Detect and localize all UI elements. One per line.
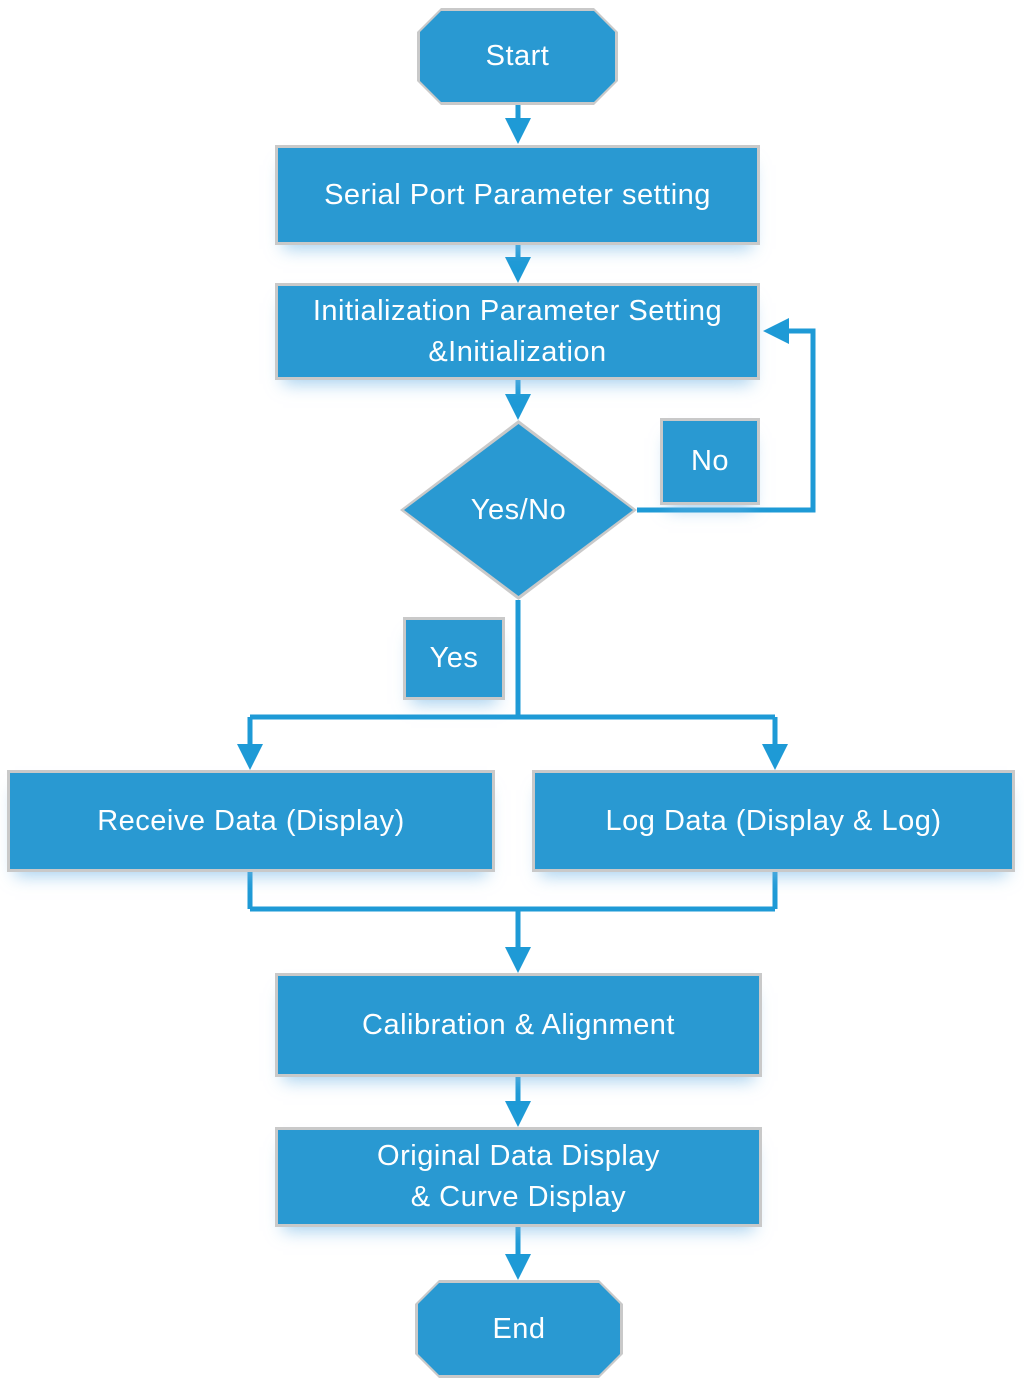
node-log-label: Log Data (Display & Log) xyxy=(605,804,942,837)
node-original-label: Original Data Display & Curve Display xyxy=(377,1140,660,1213)
arrowhead-calibration-original xyxy=(505,1101,531,1127)
node-end-label: End xyxy=(492,1312,546,1345)
node-receive-data: Receive Data (Display) xyxy=(7,770,495,872)
node-start-label: Start xyxy=(485,40,550,73)
arrowhead-branch-receive xyxy=(237,744,263,770)
arrowhead-serial-init xyxy=(505,257,531,283)
yes-label-text: Yes xyxy=(429,642,479,675)
node-end-fill: End xyxy=(418,1283,620,1375)
node-start: Start xyxy=(417,8,618,105)
arrowhead-original-end xyxy=(505,1254,531,1280)
edge-merge-calibration xyxy=(247,872,778,949)
arrowhead-merge-calibration xyxy=(505,947,531,973)
arrowhead-no-loop xyxy=(763,318,789,344)
arrowhead-start-serial xyxy=(505,118,531,144)
node-log-data: Log Data (Display & Log) xyxy=(532,770,1015,872)
edge-decision-no-loop xyxy=(637,328,816,513)
node-yes-label: Yes xyxy=(403,617,505,700)
node-start-fill: Start xyxy=(420,11,615,102)
node-no-label: No xyxy=(660,418,760,505)
node-calibration-alignment: Calibration & Alignment xyxy=(275,973,762,1077)
node-initialization-parameter-setting: Initialization Parameter Setting &Initia… xyxy=(275,283,760,380)
node-calibration-label: Calibration & Alignment xyxy=(362,1008,675,1041)
no-label-text: No xyxy=(690,445,730,478)
node-receive-label: Receive Data (Display) xyxy=(97,804,405,837)
arrowhead-init-decision xyxy=(505,394,531,420)
node-serial-label: Serial Port Parameter setting xyxy=(324,178,711,211)
node-init-label: Initialization Parameter Setting &Initia… xyxy=(312,294,723,368)
node-decision-label: Yes/No xyxy=(470,493,567,526)
edge-decision-branch xyxy=(247,600,778,746)
node-original-data-display: Original Data Display & Curve Display xyxy=(275,1127,762,1227)
node-serial-port-parameter-setting: Serial Port Parameter setting xyxy=(275,145,760,245)
node-end: End xyxy=(415,1280,623,1378)
arrowhead-branch-log xyxy=(762,744,788,770)
